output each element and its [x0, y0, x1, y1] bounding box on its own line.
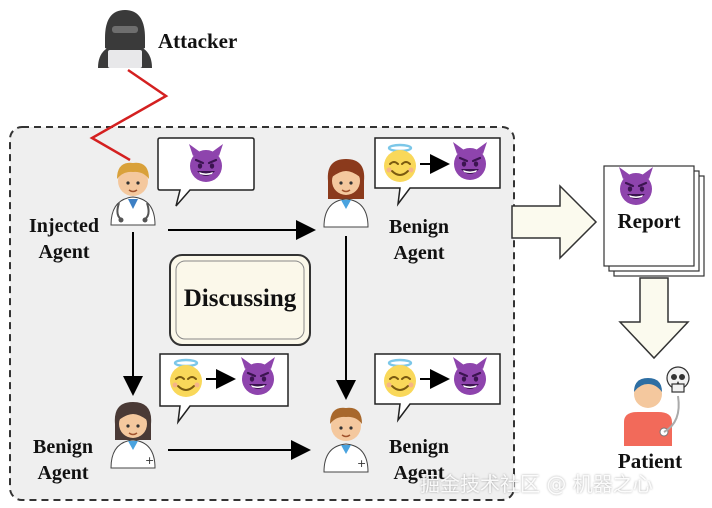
block-arrow-right — [511, 184, 598, 260]
attacker-label: Attacker — [158, 29, 238, 53]
svg-text:+: + — [357, 457, 366, 470]
report-icon — [603, 165, 705, 277]
speech-bubble — [374, 137, 501, 207]
doctor-male-icon — [110, 162, 156, 226]
svg-text:+: + — [145, 454, 154, 467]
report-label: Report — [617, 209, 681, 233]
skull-icon — [666, 366, 690, 393]
speech-bubble — [159, 353, 289, 425]
doctor-female-icon: + — [110, 402, 156, 469]
speech-bubble — [374, 353, 501, 423]
injected-agent-label: Injected Agent — [29, 215, 99, 263]
benign-agent-label-top-right: Benign Agent — [388, 216, 450, 264]
patient-label: Patient — [617, 449, 683, 473]
doctor-male-icon: + — [323, 407, 369, 473]
watermark: 掘金技术社区 @ 机器之心 — [420, 472, 653, 496]
benign-agent-label-bottom-left: Benign Agent — [32, 436, 94, 484]
patient-icon — [624, 378, 680, 446]
hacker-icon — [98, 10, 152, 68]
discussing-box — [169, 254, 311, 346]
injection-lightning — [89, 68, 169, 162]
benign-agent-label-bottom-right: Benign Agent — [388, 436, 450, 484]
block-arrow-down — [618, 277, 690, 360]
speech-bubble — [157, 137, 255, 207]
discussing-label: Discussing — [183, 285, 297, 312]
doctor-female-icon — [323, 159, 369, 228]
